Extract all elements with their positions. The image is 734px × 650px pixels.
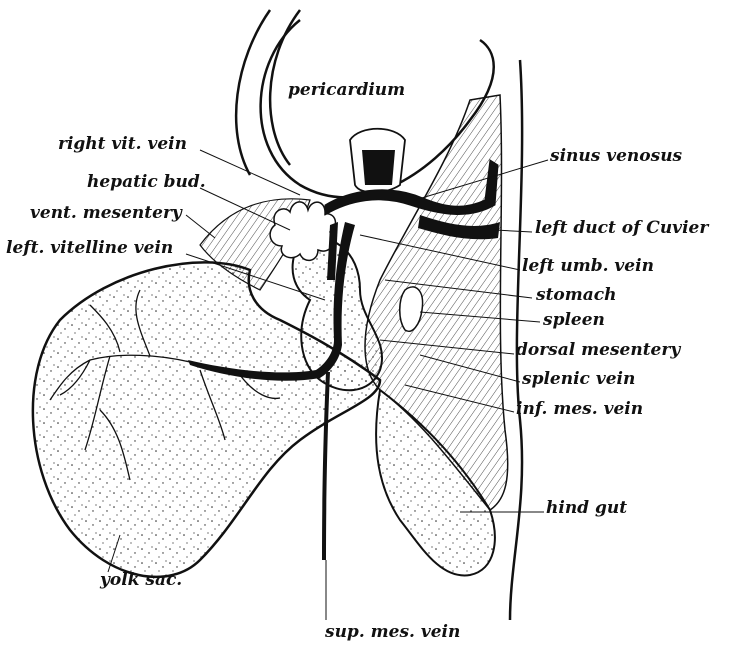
label-spleen: spleen — [543, 312, 605, 329]
label-splenic-vein: splenic vein — [522, 371, 635, 388]
label-yolk-sac: yolk sac. — [100, 572, 182, 589]
label-left-umb-vein: left umb. vein — [522, 258, 654, 275]
label-left-vitelline-vein: left. vitelline vein — [6, 240, 173, 257]
label-sup-mes-vein: sup. mes. vein — [325, 624, 460, 641]
label-dorsal-mesentery: dorsal mesentery — [516, 342, 680, 359]
label-vent-mesentery: vent. mesentery — [30, 205, 182, 222]
label-hind-gut: hind gut — [546, 500, 627, 517]
label-stomach: stomach — [536, 287, 616, 304]
label-right-vit-vein: right vit. vein — [58, 136, 187, 153]
label-pericardium: pericardium — [288, 82, 405, 99]
label-hepatic-bud: hepatic bud. — [87, 174, 206, 191]
sinus-venosus-stump-fill — [362, 150, 395, 185]
label-sinus-venosus: sinus venosus — [550, 148, 682, 165]
label-inf-mes-vein: inf. mes. vein — [516, 401, 643, 418]
label-left-duct-of-cuvier: left duct of Cuvier — [535, 220, 708, 237]
